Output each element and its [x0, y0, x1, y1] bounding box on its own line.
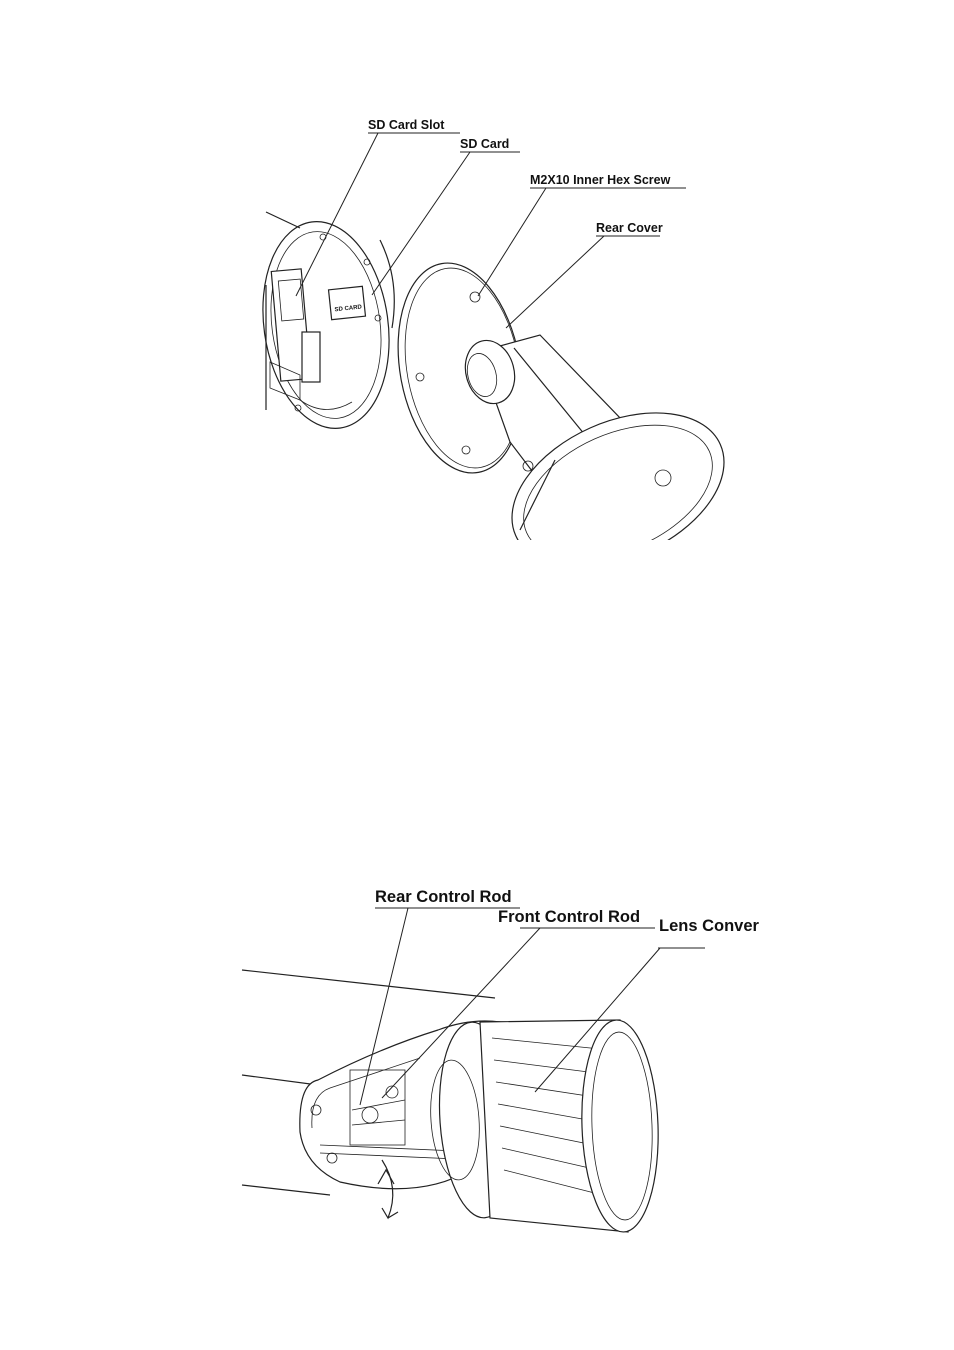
- lens-cover-diagram: Rear Control Rod Front Control Rod Lens …: [0, 870, 954, 1240]
- sd-card: SD CARD: [329, 286, 366, 319]
- label-lens-cover: Lens Conver: [659, 917, 760, 935]
- camera-housing: SD CARD: [250, 212, 402, 437]
- label-sd-card-slot: SD Card Slot: [368, 118, 445, 132]
- label-hex-screw: M2X10 Inner Hex Screw: [530, 173, 671, 187]
- rear-cover: [383, 253, 748, 540]
- label-rear-cover: Rear Cover: [596, 221, 663, 235]
- label-rear-control-rod: Rear Control Rod: [375, 888, 512, 906]
- lens-cover-drawing: Rear Control Rod Front Control Rod Lens …: [0, 870, 954, 1240]
- label-front-control-rod: Front Control Rod: [498, 908, 640, 926]
- lens-cover: [427, 1019, 662, 1234]
- rear-cover-exploded-diagram: SD CARD: [0, 100, 954, 540]
- rear-cover-drawing: SD CARD: [0, 100, 954, 540]
- label-sd-card: SD Card: [460, 137, 509, 151]
